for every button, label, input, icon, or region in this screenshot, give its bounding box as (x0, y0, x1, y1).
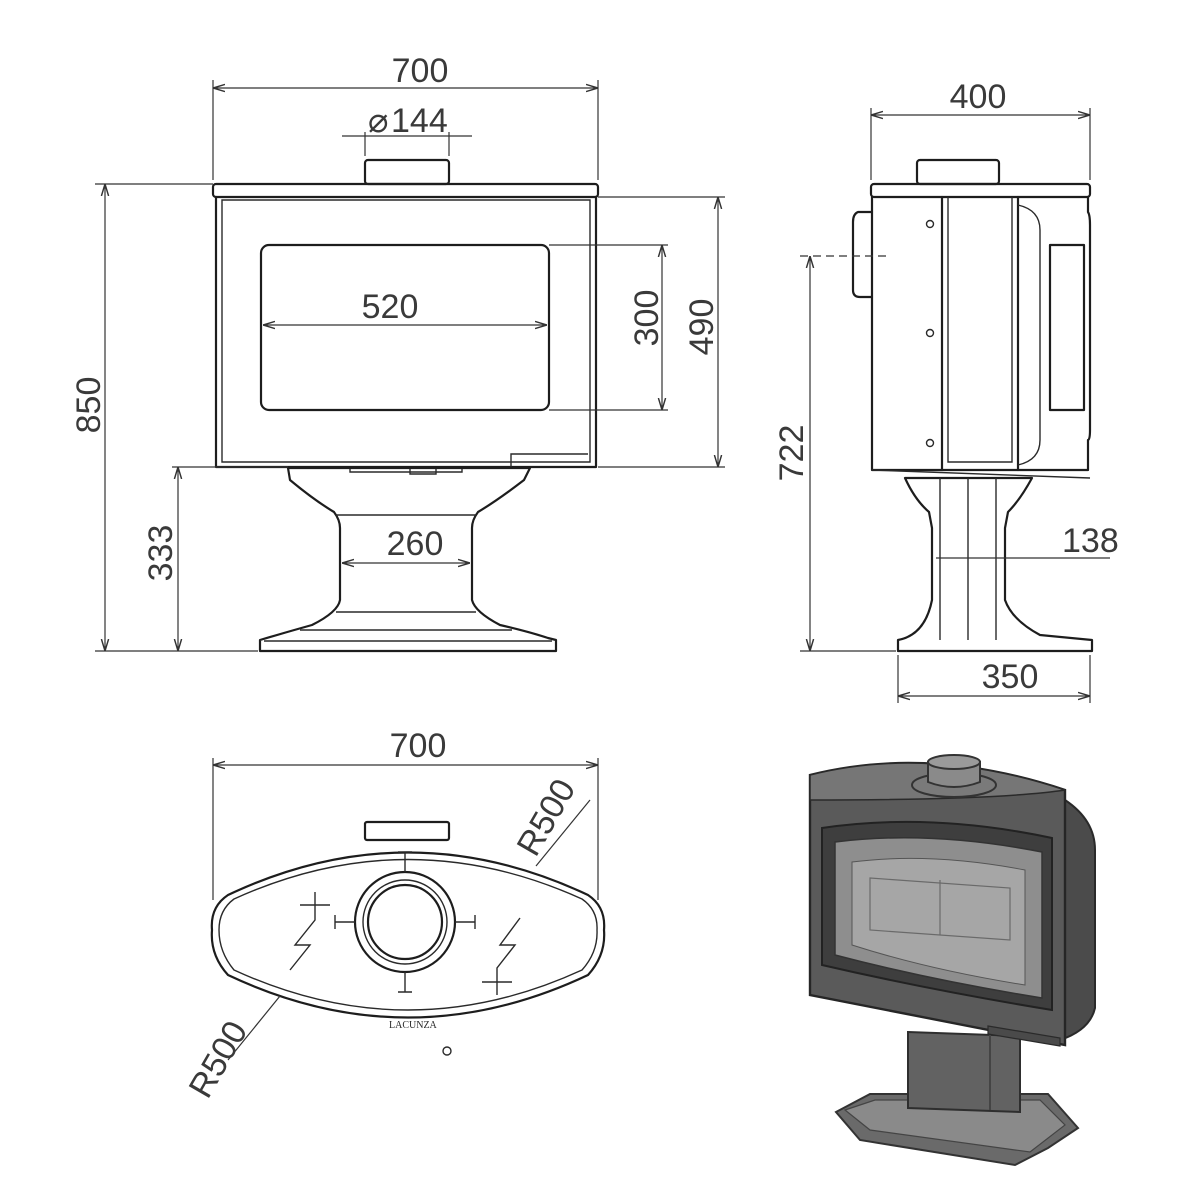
top-view: LACUNZA 700 R500 R500 (182, 727, 606, 1104)
side-body (870, 195, 1092, 472)
dim-glass-width-520: 520 (362, 288, 419, 326)
side-flue-collar (915, 158, 1001, 186)
dim-column-138: 138 (1062, 522, 1119, 560)
dim-depth-400: 400 (950, 78, 1007, 116)
flue-ring-inner (366, 883, 444, 961)
dim-flue-height-722: 722 (773, 425, 811, 482)
dim-pedestal-width-260: 260 (387, 525, 444, 563)
dim-height-850: 850 (70, 377, 108, 434)
top-flue-collar (363, 820, 451, 842)
pedestal (258, 466, 558, 653)
render-column (907, 1030, 1021, 1114)
stove-body (214, 195, 598, 469)
diameter-symbol: ⌀ (368, 102, 388, 140)
flue-collar (363, 158, 451, 186)
dim-flue-144: 144 (391, 102, 448, 140)
body-inner-edge (221, 199, 591, 463)
rear-flue-outlet (851, 210, 874, 299)
stove-render (808, 754, 1096, 1167)
brand-mark: LACUNZA (389, 1020, 438, 1031)
dim-top-width-700: 700 (390, 727, 447, 765)
side-top-plate (869, 182, 1092, 199)
top-outline (210, 851, 606, 1019)
dim-radius-r500-bottom: R500 (182, 1015, 256, 1104)
front-view: 700 ⌀ 144 850 520 300 490 333 260 (70, 52, 725, 653)
dim-pedestal-height-333: 333 (142, 525, 180, 582)
side-pedestal (896, 476, 1094, 653)
ash-lip (510, 453, 588, 467)
side-view: 400 722 138 350 (773, 78, 1119, 703)
dim-body-height-490: 490 (683, 299, 721, 356)
side-glass (1048, 243, 1086, 412)
dim-base-depth-350: 350 (982, 658, 1039, 696)
dim-width-700: 700 (392, 52, 449, 90)
glass-window (259, 243, 551, 412)
top-plate (211, 182, 600, 199)
dim-glass-height-300: 300 (628, 290, 666, 347)
flue-ring-outer (353, 870, 457, 974)
dim-radius-r500-top: R500 (510, 773, 584, 862)
